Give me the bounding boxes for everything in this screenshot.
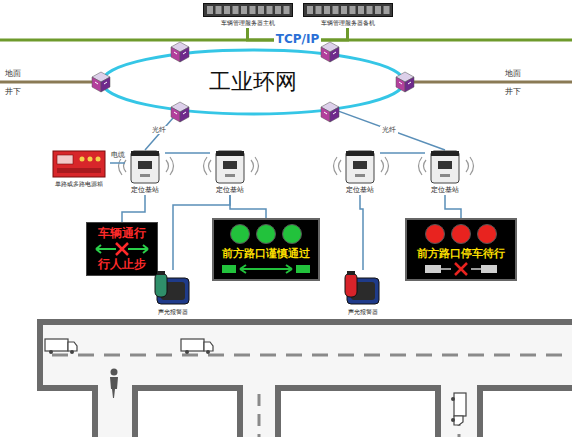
connector: [333, 109, 445, 150]
panel-text: 前方路口停车待行: [411, 246, 511, 261]
bs-node: 定位基站: [425, 150, 465, 195]
truck: [45, 339, 466, 425]
connector: [445, 195, 461, 218]
server-node: 车辆管理服务器备机: [300, 3, 395, 28]
alarm-label: 声光报警器: [338, 308, 388, 317]
base-station: [345, 150, 375, 184]
ground-label: 地面: [505, 68, 521, 79]
signal-lights: [411, 223, 511, 245]
sign-node: 车辆通行行人止步: [86, 222, 158, 276]
ring-center: 工业环网: [101, 49, 405, 115]
bs-node: 定位基站: [340, 150, 380, 195]
panel-arrows: [411, 262, 511, 276]
road: [40, 322, 572, 437]
bs-node: 定位基站: [210, 150, 250, 195]
base-station: [130, 150, 160, 184]
connector: [380, 152, 425, 154]
base-station-label: 定位基站: [125, 186, 165, 195]
power-box: [52, 150, 106, 178]
ring-title: 工业环网: [209, 67, 297, 97]
sign-text: 行人止步: [91, 257, 153, 272]
power-label: 单路或多路电源箱: [48, 180, 110, 189]
edge-label: 电缆: [109, 151, 127, 159]
panel-text: 前方路口谨慎通过: [218, 246, 314, 261]
ground-label: 地面: [5, 68, 21, 79]
connector: [110, 162, 125, 164]
alarm-node: 声光报警器: [148, 270, 198, 317]
alarm-node: 声光报警器: [338, 270, 388, 317]
server-label: 车辆管理服务器主机: [200, 19, 295, 28]
pedestrian: [110, 369, 118, 399]
server-rack: [303, 3, 393, 17]
connector: [360, 195, 363, 270]
sign-text: 车辆通行: [91, 226, 153, 241]
bs-node: 定位基站: [125, 150, 165, 195]
base-station-label: 定位基站: [425, 186, 465, 195]
sound-light-alarm: [153, 270, 193, 306]
panel-arrows: [218, 262, 314, 276]
server-node: 车辆管理服务器主机: [200, 3, 295, 28]
server-label: 车辆管理服务器备机: [300, 19, 395, 28]
connector: [122, 195, 145, 222]
edge-label: 光纤: [150, 126, 168, 134]
base-station-label: 定位基站: [210, 186, 250, 195]
edge-label: 光纤: [380, 126, 398, 134]
base-station-label: 定位基站: [340, 186, 380, 195]
alarm-label: 声光报警器: [148, 308, 198, 317]
power-node: 单路或多路电源箱: [48, 150, 110, 189]
sign-symbol: [92, 241, 152, 257]
ring-node: 工业环网: [101, 49, 405, 115]
server-rack: [203, 3, 293, 17]
base-station: [215, 150, 245, 184]
edge-label: TCP/IP: [274, 33, 321, 47]
signal-lights: [218, 223, 314, 245]
ground-label: 井下: [5, 86, 21, 97]
base-station: [430, 150, 460, 184]
connector: [165, 152, 210, 154]
panel-node: 前方路口停车待行: [405, 218, 517, 281]
connector: [230, 195, 266, 218]
sound-light-alarm: [343, 270, 383, 306]
panel-node: 前方路口谨慎通过: [212, 218, 320, 281]
ground-label: 井下: [505, 86, 521, 97]
radio-waves: [119, 157, 474, 175]
